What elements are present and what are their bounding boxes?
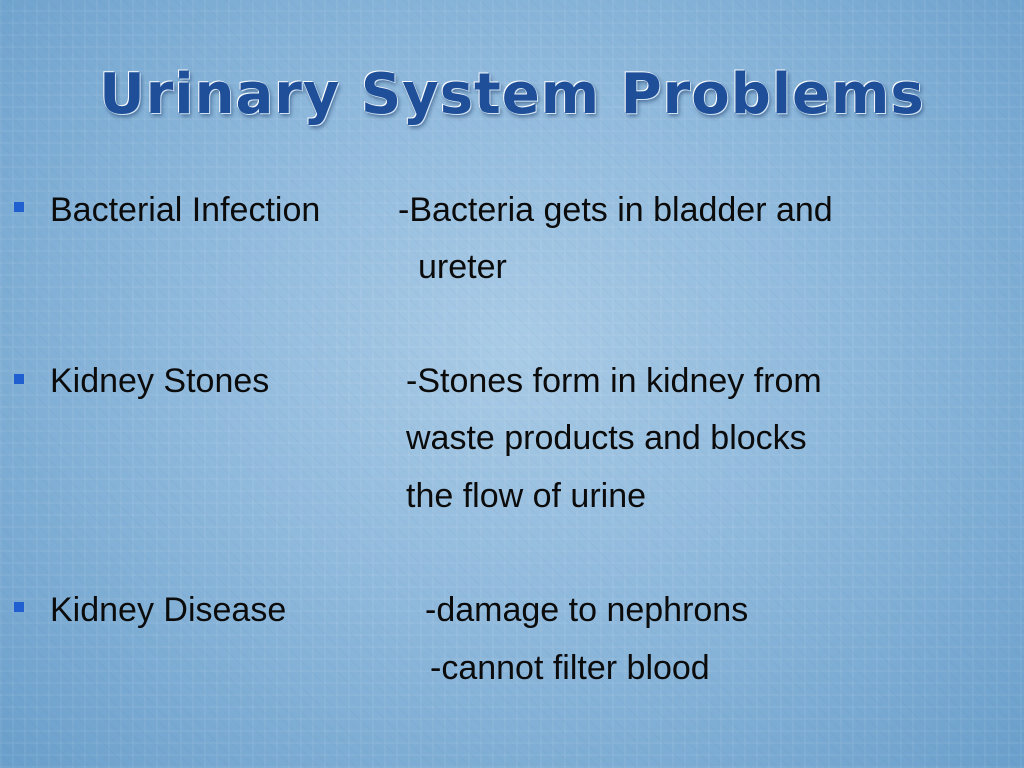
item-term-kidney-stones: Kidney Stones xyxy=(50,362,270,400)
item-desc-line: -Stones form in kidney from xyxy=(406,362,822,400)
item-desc-line: ureter xyxy=(418,248,507,286)
item-desc-line: the flow of urine xyxy=(406,477,647,515)
item-desc-line: -cannot filter blood xyxy=(430,649,710,687)
item-term-kidney-disease: Kidney Disease xyxy=(50,591,287,629)
bullet-icon xyxy=(14,374,24,384)
item-desc-line: -Bacteria gets in bladder and xyxy=(398,191,833,229)
bullet-icon xyxy=(14,202,24,212)
item-desc-line: waste products and blocks xyxy=(406,419,807,457)
item-term-bacterial-infection: Bacterial Infection xyxy=(50,191,321,229)
item-desc-line: -damage to nephrons xyxy=(425,591,749,629)
slide-title: Urinary System Problems xyxy=(99,62,925,127)
bullet-icon xyxy=(14,602,24,612)
